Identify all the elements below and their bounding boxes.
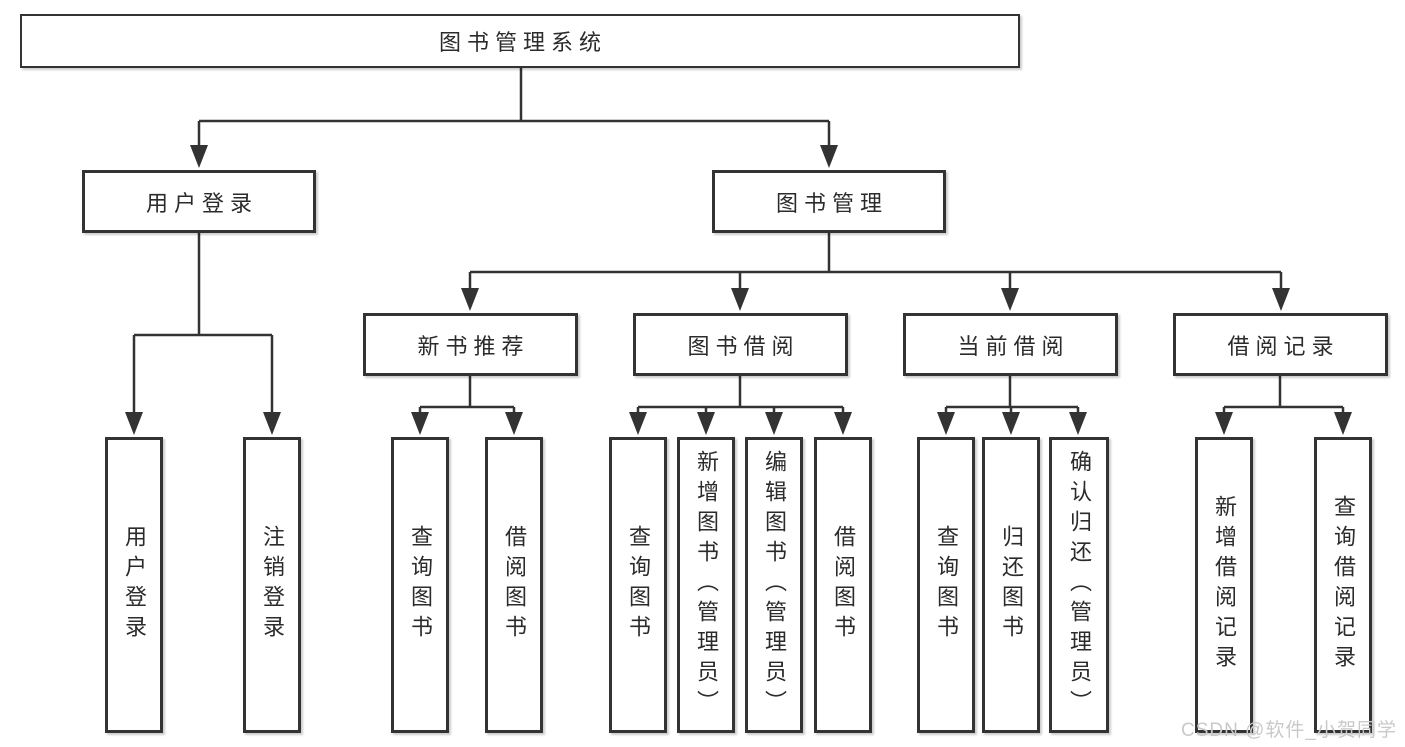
leaf-logout: 注销登录 bbox=[243, 437, 301, 733]
leaf-bb-borrow-books-label: 借阅图书 bbox=[831, 525, 856, 645]
leaf-br-query-record: 查询借阅记录 bbox=[1314, 437, 1372, 733]
node-user-login-label: 用户登录 bbox=[145, 190, 258, 216]
leaf-bb-query-books-label: 查询图书 bbox=[626, 525, 651, 645]
node-new-book-recommend: 新书推荐 bbox=[363, 313, 578, 376]
leaf-bb-edit-books-admin: 编辑图书（管理员） bbox=[745, 437, 803, 733]
leaf-bb-borrow-books: 借阅图书 bbox=[814, 437, 872, 733]
leaf-bb-edit-books-admin-label: 编辑图书（管理员） bbox=[762, 450, 787, 720]
node-borrowing-records-label: 借阅记录 bbox=[1227, 333, 1340, 359]
node-book-borrowing: 图书借阅 bbox=[633, 313, 848, 376]
tree-edges bbox=[132, 68, 1345, 414]
leaf-user-login: 用户登录 bbox=[105, 437, 163, 733]
leaf-nbr-borrow-books: 借阅图书 bbox=[485, 437, 543, 733]
node-book-management: 图书管理 bbox=[712, 170, 946, 233]
node-user-login: 用户登录 bbox=[82, 170, 316, 233]
arrowheads bbox=[125, 145, 1352, 435]
leaf-user-login-label: 用户登录 bbox=[122, 525, 147, 645]
leaf-cb-return-books: 归还图书 bbox=[982, 437, 1040, 733]
node-root: 图书管理系统 bbox=[20, 14, 1020, 68]
leaf-nbr-query-books: 查询图书 bbox=[391, 437, 449, 733]
leaf-br-query-record-label: 查询借阅记录 bbox=[1331, 495, 1356, 675]
leaf-br-add-record: 新增借阅记录 bbox=[1195, 437, 1253, 733]
leaf-bb-add-books-admin-label: 新增图书（管理员） bbox=[694, 450, 719, 720]
leaf-bb-add-books-admin: 新增图书（管理员） bbox=[677, 437, 735, 733]
leaf-br-add-record-label: 新增借阅记录 bbox=[1212, 495, 1237, 675]
leaf-bb-query-books: 查询图书 bbox=[609, 437, 667, 733]
leaf-cb-query-books-label: 查询图书 bbox=[934, 525, 959, 645]
node-book-management-label: 图书管理 bbox=[775, 190, 888, 216]
leaf-nbr-borrow-books-label: 借阅图书 bbox=[502, 525, 527, 645]
node-borrowing-records: 借阅记录 bbox=[1173, 313, 1388, 376]
leaf-logout-label: 注销登录 bbox=[260, 525, 285, 645]
node-book-borrowing-label: 图书借阅 bbox=[687, 333, 800, 359]
node-new-book-recommend-label: 新书推荐 bbox=[417, 333, 530, 359]
node-current-borrowing-label: 当前借阅 bbox=[957, 333, 1070, 359]
leaf-cb-confirm-return-admin: 确认归还（管理员） bbox=[1049, 437, 1109, 733]
leaf-nbr-query-books-label: 查询图书 bbox=[408, 525, 433, 645]
csdn-watermark: CSDN @软件_小贺同学 bbox=[1181, 720, 1397, 741]
leaf-cb-return-books-label: 归还图书 bbox=[999, 525, 1024, 645]
node-current-borrowing: 当前借阅 bbox=[903, 313, 1118, 376]
leaf-cb-confirm-return-admin-label: 确认归还（管理员） bbox=[1067, 450, 1092, 720]
node-root-label: 图书管理系统 bbox=[438, 30, 607, 55]
leaf-cb-query-books: 查询图书 bbox=[917, 437, 975, 733]
